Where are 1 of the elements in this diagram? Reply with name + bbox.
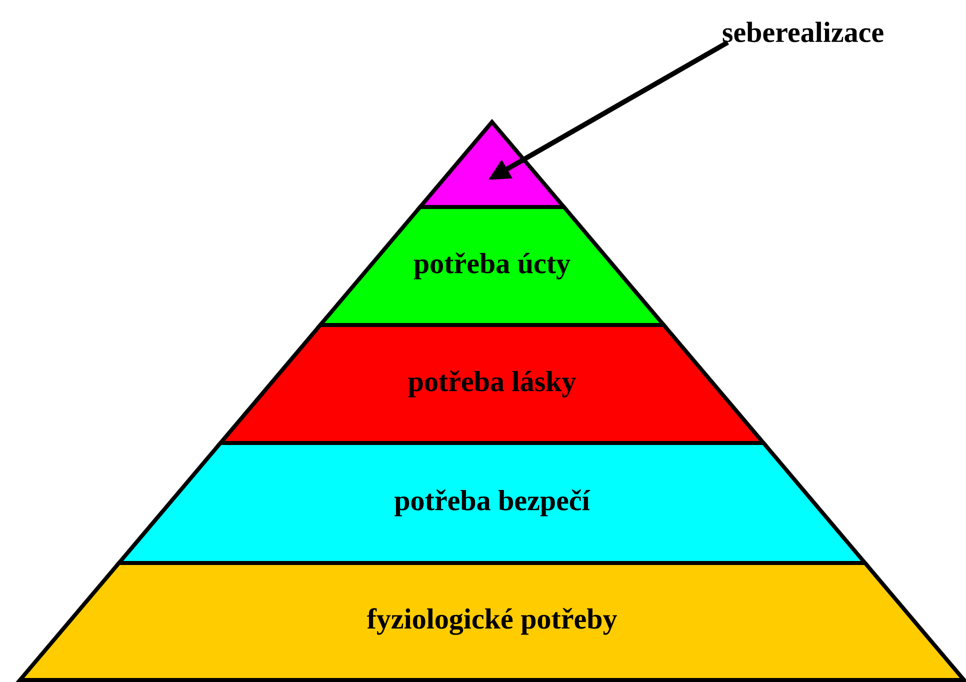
label: seberealizace xyxy=(722,22,884,42)
